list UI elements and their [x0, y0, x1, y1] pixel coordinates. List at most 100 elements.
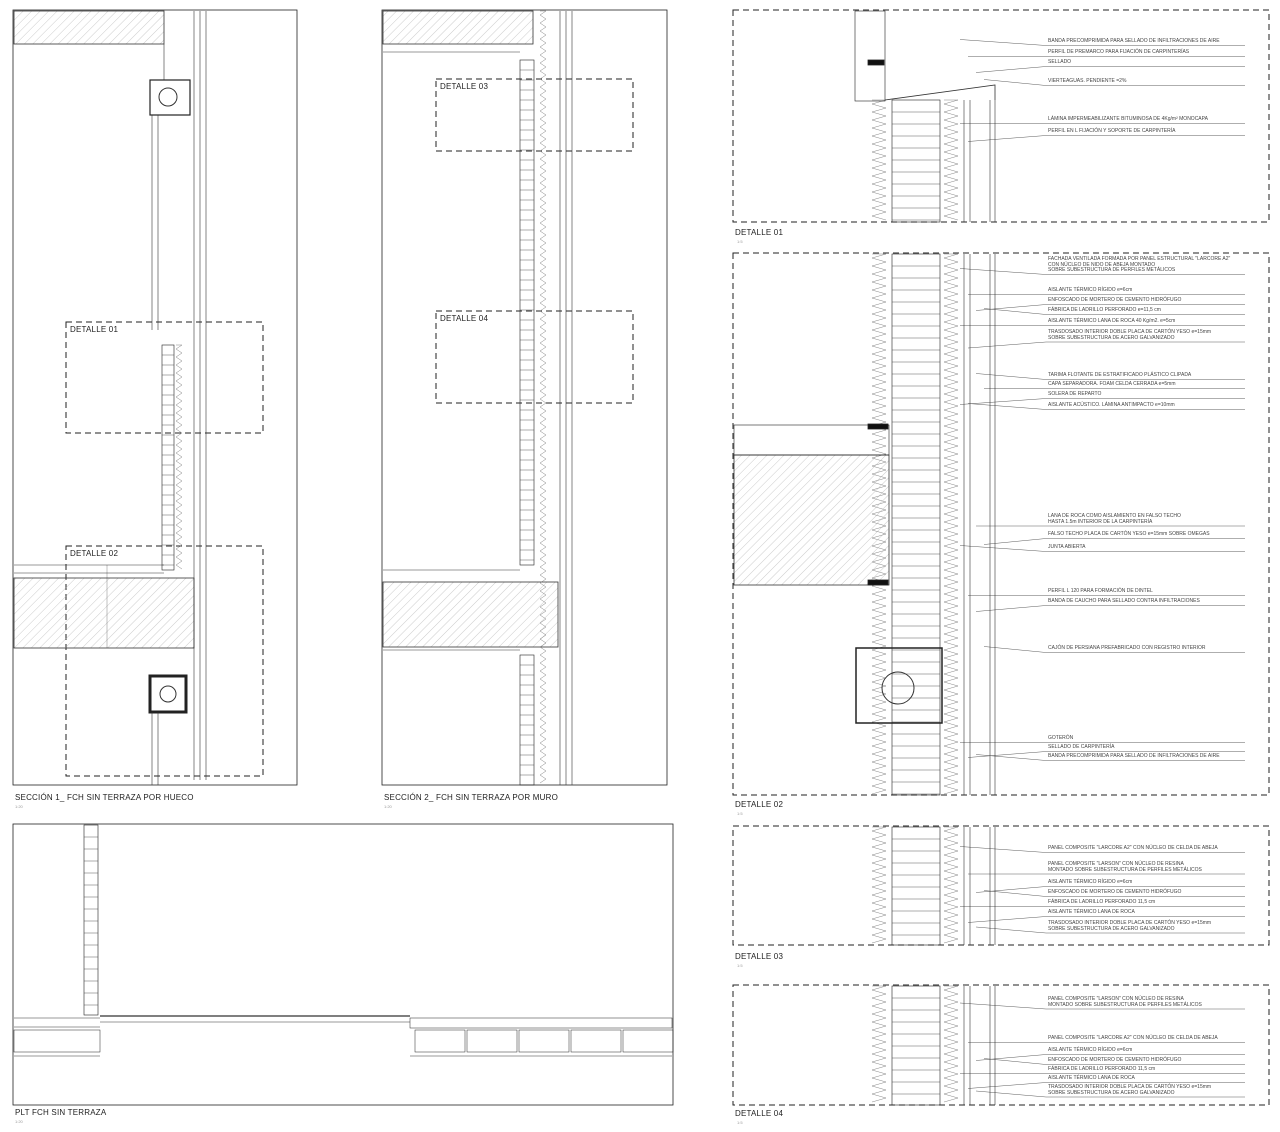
detail-02-shutter-roll	[881, 671, 915, 705]
annotation-2-2: AISLANTE TÉRMICO RÍGIDO e=6cm	[1048, 287, 1133, 293]
detail-03-title: DETALLE 03	[735, 952, 784, 961]
leader-line	[975, 605, 1047, 612]
insulation	[539, 10, 547, 784]
plan-title: PLT FCH SIN TERRAZA	[15, 1108, 107, 1117]
section1-scale: 1:20	[15, 804, 23, 809]
leader-line	[967, 135, 1047, 142]
annotation-3-6: AISLANTE TÉRMICO LANA DE ROCA	[1048, 909, 1135, 915]
detail-01-insulation	[871, 99, 887, 221]
annotation-2-10: AISLANTE ACÚSTICO. LÁMINA ANTIMPACTO e=1…	[1048, 402, 1175, 408]
leader-line	[983, 79, 1047, 86]
annotation-2-14: PERFIL L 120 PARA FORMACIÓN DE DINTEL	[1048, 588, 1153, 594]
annotation-3-5: FÁBRICA DE LADRILLO PERFORADO 11,5 cm	[1048, 899, 1156, 905]
plan-brick	[13, 1029, 101, 1053]
leader-line	[983, 308, 1047, 315]
detail-03-scale: 1:5	[737, 963, 743, 968]
detail-02-floor	[733, 424, 890, 456]
detail-04-scale: 1:5	[737, 1120, 743, 1125]
leader-line	[975, 1090, 1047, 1098]
slab-mid	[382, 581, 559, 648]
detail-02-callout-box	[65, 545, 264, 777]
leader-line	[983, 890, 1047, 897]
annotation-4-1: PANEL COMPOSITE "LARSON" CON NÚCLEO DE R…	[1048, 996, 1202, 1008]
detail-01-title: DETALLE 01	[735, 228, 784, 237]
callout-detalle-03[interactable]: DETALLE 03	[440, 82, 489, 91]
section2-frame	[381, 9, 668, 786]
detail-02-seal	[867, 423, 889, 430]
detail-02-title: DETALLE 02	[735, 800, 784, 809]
annotation-4-7: TRASDOSADO INTERIOR DOBLE PLACA DE CARTÓ…	[1048, 1084, 1212, 1096]
detail-01-frame	[732, 9, 1270, 223]
plan-brick	[466, 1029, 518, 1053]
detail-02-lintel	[867, 579, 889, 586]
annotation-2-1: FACHADA VENTILADA FORMADA POR PANEL ESTR…	[1048, 256, 1231, 273]
annotation-2-11: LANA DE ROCA COMO AISLAMIENTO EN FALSO T…	[1048, 513, 1181, 525]
leader-line	[975, 926, 1047, 934]
detail-04-frame	[732, 984, 1270, 1106]
callout-detalle-01[interactable]: DETALLE 01	[70, 325, 119, 334]
brick-wall	[519, 59, 535, 566]
detail-02-frame	[732, 252, 1270, 796]
plan-brick	[518, 1029, 570, 1053]
annotation-4-3: AISLANTE TÉRMICO RÍGIDO e=6cm	[1048, 1047, 1133, 1053]
detail-01-window-frame	[854, 10, 886, 102]
annotation-2-13: JUNTA ABIERTA	[1048, 544, 1086, 550]
leader-line	[975, 373, 1047, 380]
detail-02-brick	[891, 253, 941, 796]
slab-mid	[13, 577, 195, 649]
plan-layer	[409, 1017, 673, 1029]
section2-title: SECCIÓN 2_ FCH SIN TERRAZA POR MURO	[384, 793, 558, 802]
detail-03-callout-box	[435, 78, 634, 152]
detail-01-brick	[891, 99, 941, 223]
leader-line	[959, 846, 1047, 853]
detail-01-scale: 1:5	[737, 239, 743, 244]
plan-frame	[12, 823, 674, 1106]
shutter-roll	[159, 685, 177, 703]
annotation-4-6: AISLANTE TÉRMICO LANA DE ROCA	[1048, 1075, 1135, 1081]
annotation-2-16: CAJÓN DE PERSIANA PREFABRICADO CON REGIS…	[1048, 645, 1206, 651]
callout-detalle-02[interactable]: DETALLE 02	[70, 549, 119, 558]
annotation-2-8: CAPA SEPARADORA. FOAM CELDA CERRADA e=5m…	[1048, 381, 1176, 387]
annotation-2-5: AISLANTE TÉRMICO LANA DE ROCA 40 Kg/m2. …	[1048, 318, 1176, 324]
annotation-2-19: BANDA PRECOMPRIMIDA PARA SELLADO DE INFI…	[1048, 753, 1220, 759]
brick-wall	[519, 654, 535, 786]
annotation-3-3: AISLANTE TÉRMICO RÍGIDO e=6cm	[1048, 879, 1133, 885]
slab-top	[13, 10, 165, 45]
section1-title: SECCIÓN 1_ FCH SIN TERRAZA POR HUECO	[15, 793, 194, 802]
detail-01-callout-box	[65, 321, 264, 434]
annotation-2-18: SELLADO DE CARPINTERÍA	[1048, 744, 1115, 750]
annotation-4-2: PANEL COMPOSITE "LARCORE A2" CON NÚCLEO …	[1048, 1035, 1218, 1041]
annotation-1-6: PERFIL EN L FIJACIÓN Y SOPORTE DE CARPIN…	[1048, 128, 1176, 134]
leader-line	[967, 916, 1047, 923]
annotation-4-4: ENFOSCADO DE MORTERO DE CEMENTO HIDRÓFUG…	[1048, 1057, 1182, 1063]
plan-brick	[414, 1029, 466, 1053]
callout-detalle-04[interactable]: DETALLE 04	[440, 314, 489, 323]
detail-04-brick	[891, 985, 941, 1106]
detail-01-insulation	[943, 99, 959, 221]
leader-line	[983, 646, 1047, 653]
detail-01-sill	[884, 84, 996, 101]
slab-top	[382, 10, 534, 45]
detail-03-frame	[732, 825, 1270, 946]
annotation-2-17: GOTERÓN	[1048, 735, 1074, 741]
plan-scale: 1:20	[15, 1119, 23, 1124]
leader-line	[959, 398, 1047, 405]
annotation-3-2: PANEL COMPOSITE "LARSON" CON NÚCLEO DE R…	[1048, 861, 1202, 873]
annotation-1-2: PERFIL DE PREMARCO PARA FIJACIÓN DE CARP…	[1048, 49, 1190, 55]
plan-wall	[83, 824, 99, 1016]
annotation-2-12: FALSO TECHO PLACA DE CARTÓN YESO e=15mm …	[1048, 531, 1210, 537]
shutter-box-lower	[148, 674, 188, 714]
leader-line	[975, 304, 1047, 311]
annotation-2-7: TARIMA FLOTANTE DE ESTRATIFICADO PLÁSTIC…	[1048, 372, 1192, 378]
detail-01-seal	[867, 59, 885, 66]
annotation-3-7: TRASDOSADO INTERIOR DOBLE PLACA DE CARTÓ…	[1048, 920, 1212, 932]
detail-02-slab	[733, 454, 890, 586]
annotation-2-4: FÁBRICA DE LADRILLO PERFORADO e=11,5 cm	[1048, 307, 1161, 313]
annotation-1-4: VIERTEAGUAS. PENDIENTE =2%	[1048, 78, 1127, 84]
annotation-1-5: LÁMINA IMPERMEABILIZANTE BITUMINOSA DE 4…	[1048, 116, 1208, 122]
annotation-2-9: SOLERA DE REPARTO	[1048, 391, 1102, 397]
detail-04-insulation	[943, 985, 959, 1103]
annotation-4-5: FÁBRICA DE LADRILLO PERFORADO 11,5 cm	[1048, 1066, 1156, 1072]
shutter-box	[149, 79, 191, 116]
